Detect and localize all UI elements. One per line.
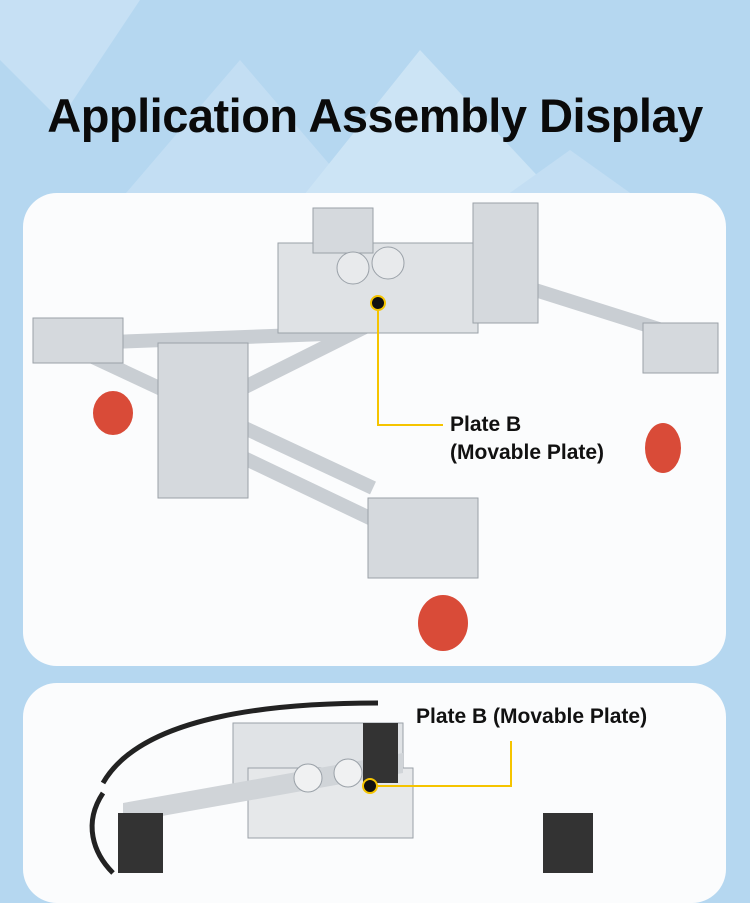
callout-line — [377, 303, 443, 426]
callout-line2: (Movable Plate) — [450, 441, 605, 464]
assembly-illustration-2 — [89, 700, 593, 875]
plate-b-callout-2: Plate B (Movable Plate) — [416, 705, 648, 728]
callout-line1: Plate B — [450, 413, 522, 436]
assembly-illustration — [32, 202, 719, 651]
callout-line — [370, 741, 512, 787]
background-shapes — [0, 0, 640, 200]
page-title: Application Assembly Display — [47, 89, 703, 142]
plate-b-callout: Plate B (Movable Plate) — [450, 411, 604, 467]
callout-dot — [370, 295, 386, 311]
callout-dot — [362, 778, 378, 794]
assembly-photo-panel-2: Plate B (Movable Plate) — [23, 683, 726, 903]
assembly-photo-panel: Plate B (Movable Plate) — [23, 193, 726, 666]
